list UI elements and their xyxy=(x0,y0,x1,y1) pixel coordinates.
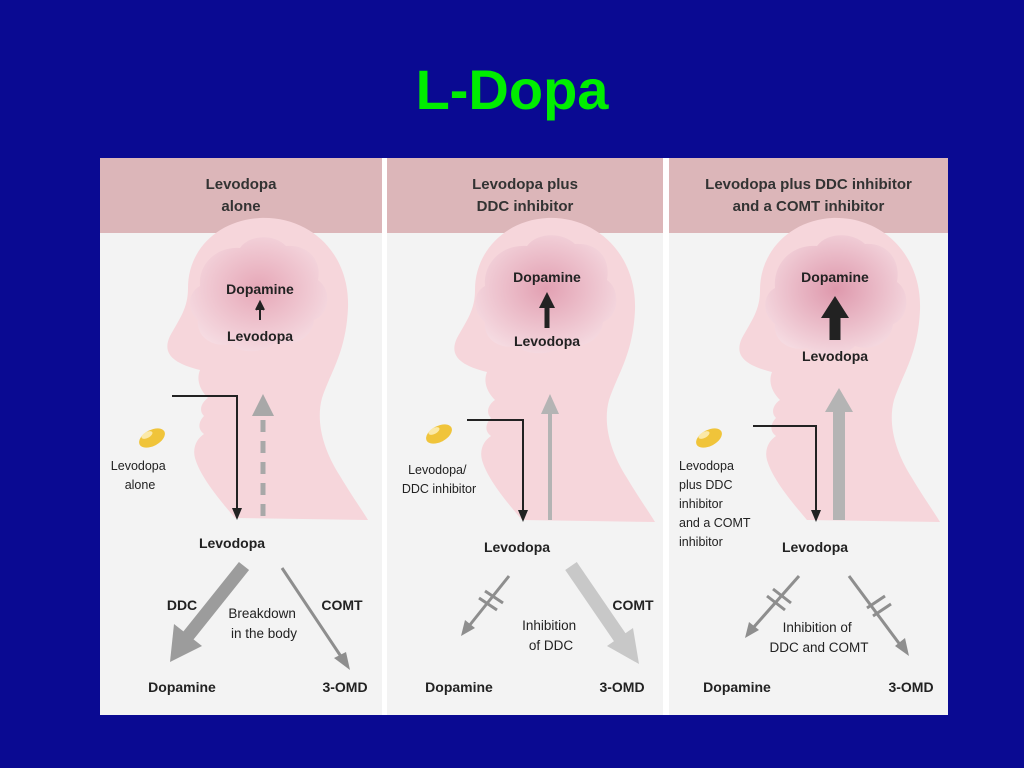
center-levodopa-label: Levodopa xyxy=(484,539,550,555)
panel-header-text: Levodopa plus DDC inhibitor xyxy=(472,175,578,215)
swallow-arrow-head xyxy=(518,510,528,522)
pill-label: Levodopa/ DDC inhibitor xyxy=(402,463,476,496)
ddc-enzyme-label: DDC xyxy=(167,597,197,613)
panel-header: Levodopa plus DDC inhibitor and a COMT i… xyxy=(669,158,948,233)
pill-label: Levodopa plus DDC inhibitor and a COMT i… xyxy=(679,459,754,549)
inhibited-ddc-arrow xyxy=(467,575,511,627)
panel-illustration: Dopamine Levodopa Levodopa alone Levodop… xyxy=(111,217,368,695)
levodopa-figure: Levodopa alone Dopamine Levodopa xyxy=(100,158,948,715)
panel-illustration: Dopamine Levodopa Levodopa/ DDC inhibito… xyxy=(402,217,655,695)
panel-header: Levodopa alone xyxy=(100,158,382,233)
inhibited-comt-arrow-head xyxy=(895,638,909,656)
swallow-path-arrow xyxy=(172,395,238,510)
dashed-arrow-head xyxy=(252,394,274,416)
brain-up-arrow-head xyxy=(821,296,849,318)
comt-metabolism-arrow xyxy=(565,562,629,646)
levodopa-up-arrow-head xyxy=(825,388,853,412)
panel-illustration: Dopamine Levodopa Levodopa plus DDC inhi… xyxy=(679,217,940,695)
brain-levodopa-label: Levodopa xyxy=(227,328,293,344)
pill-icon xyxy=(426,424,452,444)
panel-header-text: Levodopa plus DDC inhibitor and a COMT i… xyxy=(705,175,912,215)
inhibited-comt-arrow xyxy=(847,575,903,647)
comt-breakdown-arrow xyxy=(280,567,344,659)
comt-enzyme-label: COMT xyxy=(612,597,654,613)
inhibition-note: Inhibition of DDC xyxy=(522,618,580,653)
ddc-breakdown-arrow xyxy=(182,561,250,641)
brain-levodopa-label: Levodopa xyxy=(514,333,580,349)
panel-header-text: Levodopa alone xyxy=(205,175,277,215)
brain-up-arrow-head xyxy=(539,292,555,308)
brain xyxy=(189,237,328,352)
dopamine-product-label: Dopamine xyxy=(703,679,771,695)
swallow-arrow-head xyxy=(811,510,821,522)
inhibited-ddc-arrow-head xyxy=(461,620,475,636)
comt-enzyme-label: COMT xyxy=(321,597,363,613)
panel-levodopa-alone: Levodopa alone Dopamine Levodopa xyxy=(100,158,382,715)
3-omd-product-label: 3-OMD xyxy=(599,679,644,695)
center-levodopa-label: Levodopa xyxy=(199,535,265,551)
dopamine-product-label: Dopamine xyxy=(148,679,216,695)
brain-levodopa-label: Levodopa xyxy=(802,348,868,364)
comt-inhibition-bars xyxy=(866,594,892,618)
center-levodopa-label: Levodopa xyxy=(782,539,848,555)
brain xyxy=(765,235,907,356)
panel-levodopa-plus-ddc-inhibitor: Levodopa plus DDC inhibitor Dopamine Lev… xyxy=(387,158,663,715)
levodopa-up-arrow-head xyxy=(541,394,559,414)
ddc-inhibition-bars xyxy=(478,589,504,612)
slide-title: L-Dopa xyxy=(415,58,609,121)
breakdown-note: Breakdown in the body xyxy=(228,606,299,641)
pill-icon xyxy=(696,428,722,448)
panel-levodopa-plus-ddc-and-comt-inhibitor: Levodopa plus DDC inhibitor and a COMT i… xyxy=(669,158,948,715)
small-brain-arrow xyxy=(255,299,265,320)
dopamine-product-label: Dopamine xyxy=(425,679,493,695)
panel-header: Levodopa plus DDC inhibitor xyxy=(387,158,663,233)
ddc-inhibition-bars xyxy=(766,587,792,612)
pill-icon xyxy=(139,428,165,448)
brain-dopamine-label: Dopamine xyxy=(226,281,294,297)
3-omd-product-label: 3-OMD xyxy=(888,679,933,695)
pill-label: Levodopa alone xyxy=(111,459,169,492)
swallow-path-arrow xyxy=(467,419,524,512)
brain-dopamine-label: Dopamine xyxy=(801,269,869,285)
brain xyxy=(475,235,617,354)
3-omd-product-label: 3-OMD xyxy=(322,679,367,695)
inhibition-note: Inhibition of DDC and COMT xyxy=(769,620,868,655)
swallow-arrow-head xyxy=(232,508,242,520)
comt-arrow-head xyxy=(334,652,350,670)
ddc-arrow-head xyxy=(170,624,202,662)
brain-dopamine-label: Dopamine xyxy=(513,269,581,285)
swallow-path-arrow xyxy=(753,425,817,512)
comt-arrow-head xyxy=(607,628,639,664)
inhibited-ddc-arrow-head xyxy=(745,622,759,638)
